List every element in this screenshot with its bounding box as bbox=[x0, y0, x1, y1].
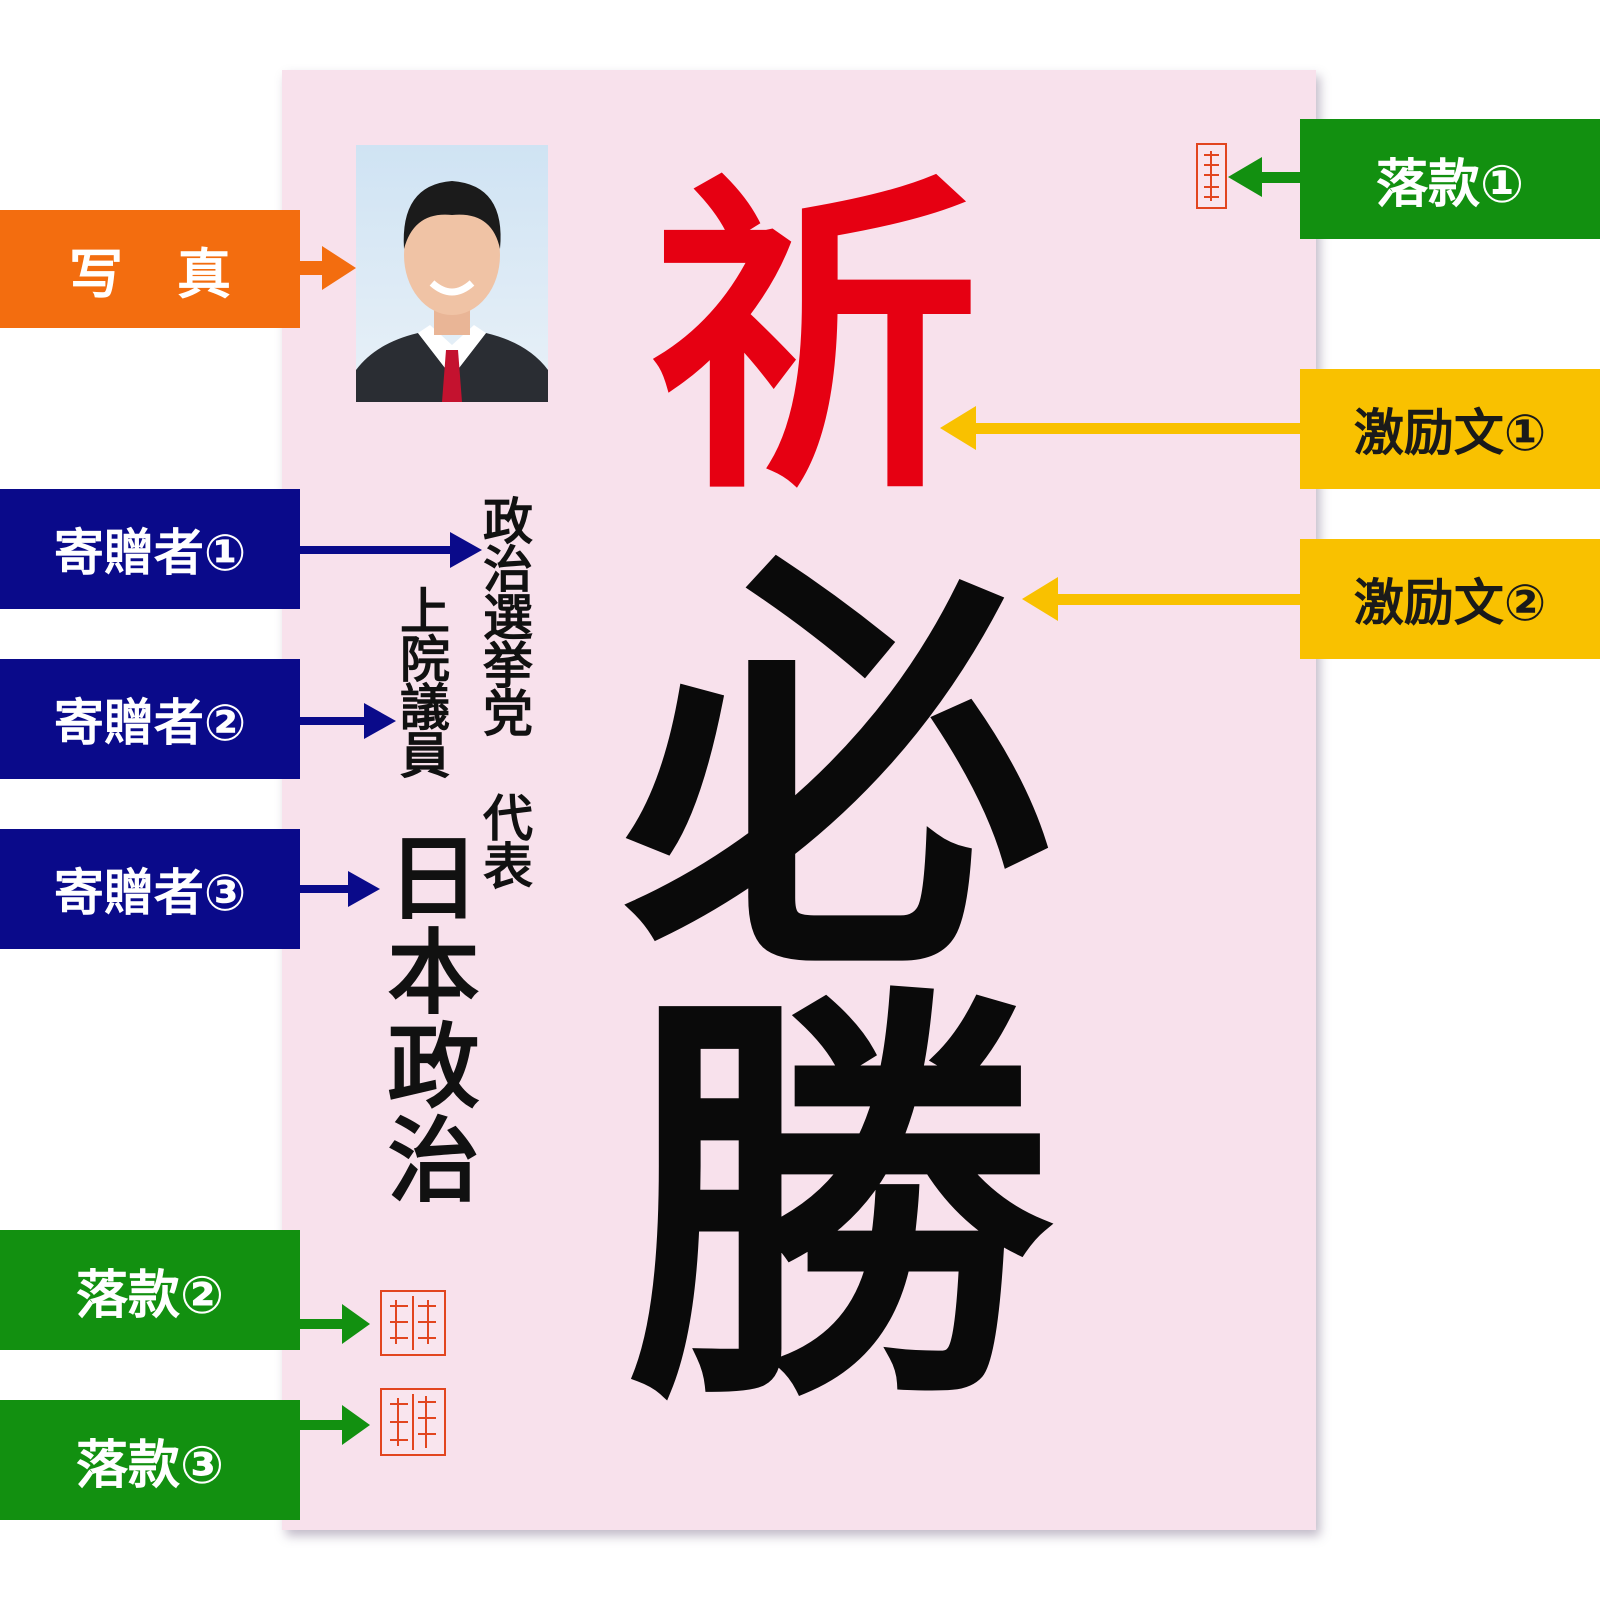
donor2-arrow bbox=[300, 703, 396, 739]
donor1-text: 政治選挙党 代表 bbox=[475, 495, 534, 888]
seal2-label: 落款② bbox=[0, 1230, 300, 1350]
seal1-stamp bbox=[1196, 143, 1227, 209]
message2-arrow bbox=[1022, 577, 1302, 621]
donor2-label: 寄贈者② bbox=[0, 659, 300, 779]
donor2-text: 上院議員 bbox=[392, 585, 451, 777]
message1-label: 激励文① bbox=[1300, 369, 1600, 489]
donor3-arrow bbox=[300, 871, 380, 907]
donor3-text: 日本政治 bbox=[372, 830, 480, 1206]
seal2-arrow bbox=[300, 1304, 370, 1344]
message2-label: 激励文② bbox=[1300, 539, 1600, 659]
seal3-arrow bbox=[300, 1405, 370, 1445]
seal1-arrow bbox=[1228, 157, 1302, 197]
seal2-stamp bbox=[380, 1290, 446, 1356]
seal3-stamp bbox=[380, 1388, 446, 1456]
donor1-label: 寄贈者① bbox=[0, 489, 300, 609]
photo-arrow bbox=[300, 246, 356, 290]
candidate-photo bbox=[356, 145, 548, 402]
seal3-label: 落款③ bbox=[0, 1400, 300, 1520]
message2-text: 必勝 bbox=[548, 545, 1053, 1405]
photo-label: 写 真 bbox=[0, 210, 300, 328]
person-portrait-icon bbox=[356, 181, 548, 402]
message1-arrow bbox=[940, 406, 1302, 450]
seal1-label: 落款① bbox=[1300, 119, 1600, 239]
donor1-arrow bbox=[300, 532, 482, 568]
donor3-label: 寄贈者③ bbox=[0, 829, 300, 949]
message1-text: 祈 bbox=[593, 165, 981, 495]
